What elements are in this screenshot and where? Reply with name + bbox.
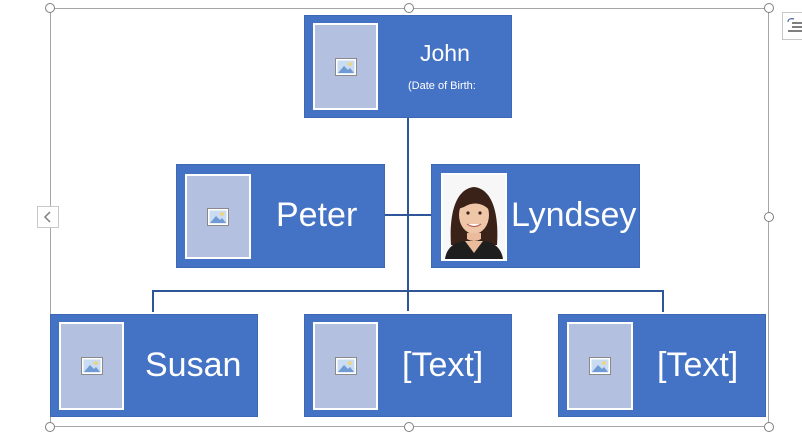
picture-placeholder[interactable] [313,23,378,110]
chevron-left-icon [43,211,51,223]
resize-handle-bottom-right[interactable] [764,422,774,432]
portrait-photo-image [443,175,505,259]
node-name: Peter [276,196,358,234]
resize-handle-top-left[interactable] [45,3,55,13]
resize-handle-bottom-left[interactable] [45,422,55,432]
resize-handle-bottom-middle[interactable] [404,422,414,432]
image-placeholder-icon [589,357,611,375]
org-node-assistant-right[interactable]: Lyndsey [431,164,640,268]
image-placeholder-icon [207,207,229,226]
layout-options-button[interactable] [782,12,802,40]
node-name: John [420,40,470,66]
org-node-assistant-left[interactable]: Peter [176,164,385,268]
node-name: Lyndsey [511,196,637,234]
org-node-subordinate-2[interactable]: [Text] [304,314,512,417]
image-placeholder-icon [334,357,357,375]
org-node-subordinate-3[interactable]: [Text] [558,314,766,417]
org-node-subordinate-1[interactable]: Susan [50,314,258,417]
node-detail: (Date of Birth: [408,80,476,92]
connector-subordinate-left [152,290,154,312]
picture-placeholder[interactable] [567,322,633,410]
portrait-photo[interactable] [441,173,507,261]
text-pane-toggle-button[interactable] [37,206,59,228]
image-placeholder-icon [334,57,357,76]
layout-options-icon [787,18,802,32]
connector-assistants [384,214,432,216]
node-name: [Text] [402,346,484,384]
node-name: [Text] [657,346,739,384]
node-name: Susan [145,346,242,384]
resize-handle-top-right[interactable] [764,3,774,13]
picture-placeholder[interactable] [313,322,378,410]
connector-subordinate-right [662,290,664,312]
resize-handle-middle-right[interactable] [764,212,774,222]
resize-handle-top-middle[interactable] [404,3,414,13]
connector-subordinate-bar [152,290,664,292]
image-placeholder-icon [80,357,103,375]
picture-placeholder[interactable] [59,322,124,410]
picture-placeholder[interactable] [185,174,251,259]
org-node-top[interactable]: John (Date of Birth: [304,15,512,118]
